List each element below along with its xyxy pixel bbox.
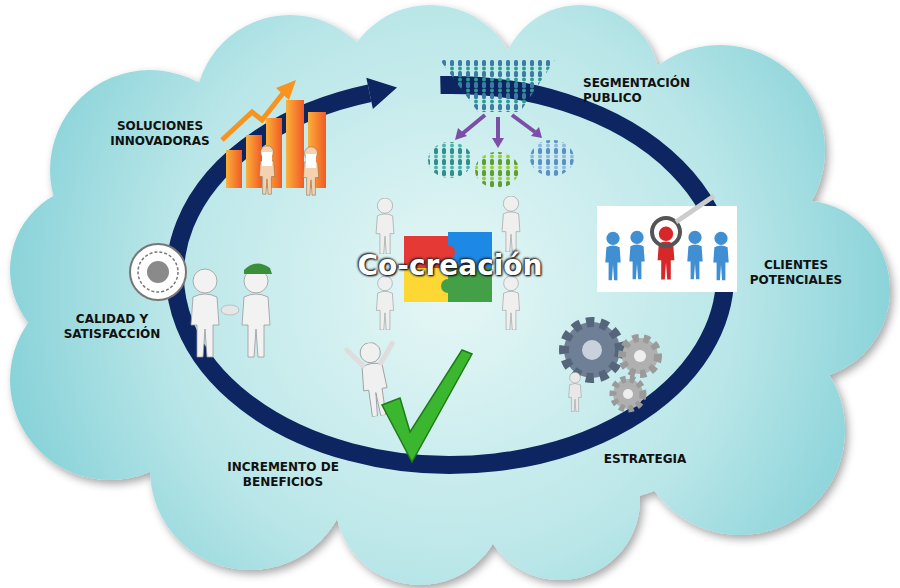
crowd-illustration-part bbox=[462, 115, 535, 140]
handshake-illustration-part bbox=[244, 263, 272, 274]
center-title: Co-creación bbox=[357, 249, 542, 283]
bar-chart-illustration-part bbox=[262, 152, 272, 166]
bar-chart-illustration bbox=[222, 80, 326, 195]
bar-chart-illustration-part bbox=[222, 92, 284, 140]
success-illustration-part bbox=[382, 350, 472, 462]
potential-clients-illustration-part bbox=[676, 196, 714, 222]
crowd-illustration-part bbox=[492, 138, 504, 148]
crowd-illustration-part bbox=[440, 60, 555, 112]
crowd-illustration-part bbox=[531, 127, 542, 138]
bar-chart-illustration-part bbox=[246, 135, 262, 188]
gears-illustration-part bbox=[623, 389, 633, 399]
handshake-illustration-part bbox=[242, 269, 270, 357]
potential-clients-illustration-part bbox=[652, 218, 680, 246]
puzzle-illustration-part bbox=[376, 198, 394, 254]
crowd-illustration-part-part bbox=[462, 115, 485, 134]
success-illustration bbox=[346, 339, 472, 462]
handshake-illustration-part bbox=[221, 305, 239, 315]
crowd-illustration-part bbox=[475, 152, 519, 188]
potential-clients-illustration-part bbox=[687, 231, 702, 279]
stage-label: INCREMENTO DE BENEFICIOS bbox=[217, 460, 349, 490]
handshake-illustration-part bbox=[147, 261, 169, 283]
crowd-illustration-part-part bbox=[512, 115, 535, 132]
stage-label: CALIDAD Y SATISFACCIÓN bbox=[49, 312, 175, 342]
bar-chart-illustration-part bbox=[226, 150, 242, 188]
bar-chart-illustration-part bbox=[259, 146, 274, 194]
success-illustration-part-part bbox=[378, 343, 394, 363]
crowd-illustration-part-part bbox=[496, 117, 500, 140]
gears-illustration-part bbox=[564, 322, 620, 378]
puzzle-illustration-part bbox=[502, 276, 519, 330]
cloud-background-part bbox=[635, 325, 845, 535]
potential-clients-illustration-part bbox=[629, 231, 644, 279]
handshake-illustration-part bbox=[138, 252, 178, 292]
gears-illustration bbox=[564, 322, 658, 412]
stage-label: CLIENTES POTENCIALES bbox=[738, 258, 854, 288]
gears-illustration-part bbox=[622, 338, 658, 374]
gears-illustration-part bbox=[613, 379, 643, 409]
cloud-background bbox=[10, 5, 890, 585]
puzzle-illustration-part bbox=[376, 276, 393, 330]
potential-clients-illustration-part bbox=[597, 206, 737, 292]
stage-label: ESTRATEGIA bbox=[589, 452, 701, 467]
crowd-illustration-part bbox=[455, 128, 467, 140]
bar-chart-illustration-part bbox=[306, 154, 316, 168]
success-illustration-part-part bbox=[347, 348, 363, 368]
cycle-ring-part bbox=[366, 78, 397, 109]
gears-illustration-part bbox=[634, 350, 646, 362]
stage-label: SOLUCIONES INNOVADORAS bbox=[101, 119, 219, 149]
potential-clients-illustration bbox=[597, 196, 737, 292]
potential-clients-illustration-part bbox=[605, 232, 620, 280]
stage-label: SEGMENTACIÓN PUBLICO bbox=[583, 76, 711, 106]
cloud-background-part bbox=[10, 185, 180, 355]
handshake-illustration-part bbox=[191, 269, 219, 357]
potential-clients-illustration-part bbox=[713, 232, 728, 280]
crowd-illustration bbox=[428, 60, 574, 188]
potential-clients-illustration-part bbox=[658, 227, 675, 280]
bar-chart-illustration-part bbox=[303, 147, 318, 195]
bar-chart-illustration-part bbox=[286, 100, 304, 188]
gears-illustration-part bbox=[569, 372, 582, 412]
crowd-illustration-part bbox=[428, 142, 472, 178]
bar-chart-illustration-part bbox=[276, 80, 296, 100]
puzzle-illustration-part bbox=[502, 196, 520, 252]
gears-illustration-part bbox=[582, 340, 602, 360]
handshake-illustration-part bbox=[130, 244, 186, 300]
crowd-illustration-part bbox=[530, 140, 574, 176]
